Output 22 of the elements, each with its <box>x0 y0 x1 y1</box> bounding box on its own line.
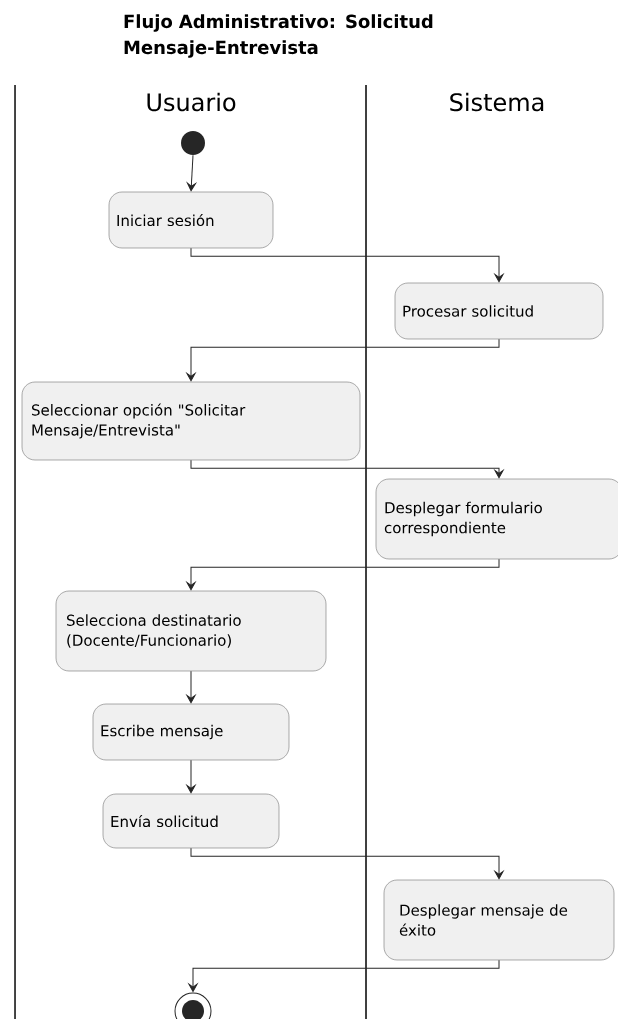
arrow <box>186 558 500 591</box>
arrow <box>186 154 196 192</box>
activity-box: Envía solicitud <box>102 793 280 849</box>
title: Flujo Administrativo: Solicitud Mensaje-Entrevista <box>124 14 433 58</box>
activity-box: Iniciar sesión <box>108 191 274 249</box>
lane-header: Usuario <box>147 92 236 112</box>
activity-box: Desplegar formulario correspondiente <box>375 478 618 560</box>
arrow <box>186 670 196 704</box>
end-node <box>174 992 212 1019</box>
arrow <box>190 247 504 283</box>
activity-box: Procesar solicitud <box>394 282 604 340</box>
activity-box: Escribe mensaje <box>92 703 290 761</box>
lane-header: Sistema <box>450 92 544 112</box>
activity-box: Seleccionar opción "Solicitar Mensaje/Entrevista" <box>21 381 361 461</box>
arrow <box>186 338 500 382</box>
arrow <box>190 847 504 880</box>
arrow <box>186 759 196 794</box>
arrow <box>190 459 504 479</box>
start-node <box>181 131 205 155</box>
activity-box: Desplegar mensaje de éxito <box>383 879 615 961</box>
arrow <box>188 959 500 992</box>
activity-box: Selecciona destinatario (Docente/Funcionario) <box>55 590 327 672</box>
